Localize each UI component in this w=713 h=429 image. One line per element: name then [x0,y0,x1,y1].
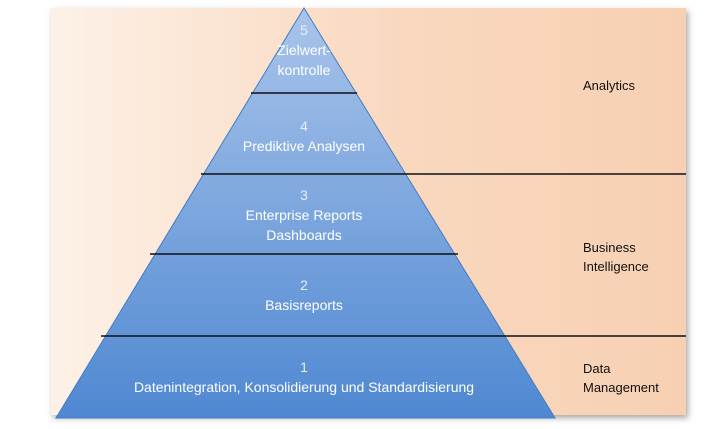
level-4-line-1: Prediktive Analysen [242,138,366,154]
level-5-label: 5 Zielwert- kontrolle [74,20,534,80]
level-3-line-1: Enterprise Reports [245,207,363,223]
category-dm-line-1: Data [583,361,611,376]
category-analytics-line-1: Analytics [583,78,636,93]
category-business-intelligence: Business Intelligence [583,238,649,276]
level-2-line-1: Basisreports [265,297,343,313]
level-1-label: 1 Datenintegration, Konsolidierung und S… [74,357,534,397]
level-3-label: 3 Enterprise Reports Dashboards [74,185,534,245]
level-3-number: 3 [300,187,308,203]
level-5-number: 5 [300,22,308,38]
level-3-line-2: Dashboards [266,227,342,243]
level-2-label: 2 Basisreports [74,275,534,315]
category-bi-line-2: Intelligence [583,259,649,274]
level-4-label: 4 Prediktive Analysen [74,116,534,156]
level-2-number: 2 [300,277,308,293]
pyramid-shape [55,7,556,419]
level-4-number: 4 [300,118,308,134]
level-5-line-1: Zielwert- [277,42,331,58]
category-data-management: Data Management [583,359,659,397]
level-1-number: 1 [300,359,308,375]
category-dm-line-2: Management [583,380,659,395]
category-analytics: Analytics [583,76,635,95]
category-bi-line-1: Business [583,240,636,255]
level-5-line-2: kontrolle [277,62,331,78]
level-1-line-1: Datenintegration, Konsolidierung und Sta… [133,379,475,395]
